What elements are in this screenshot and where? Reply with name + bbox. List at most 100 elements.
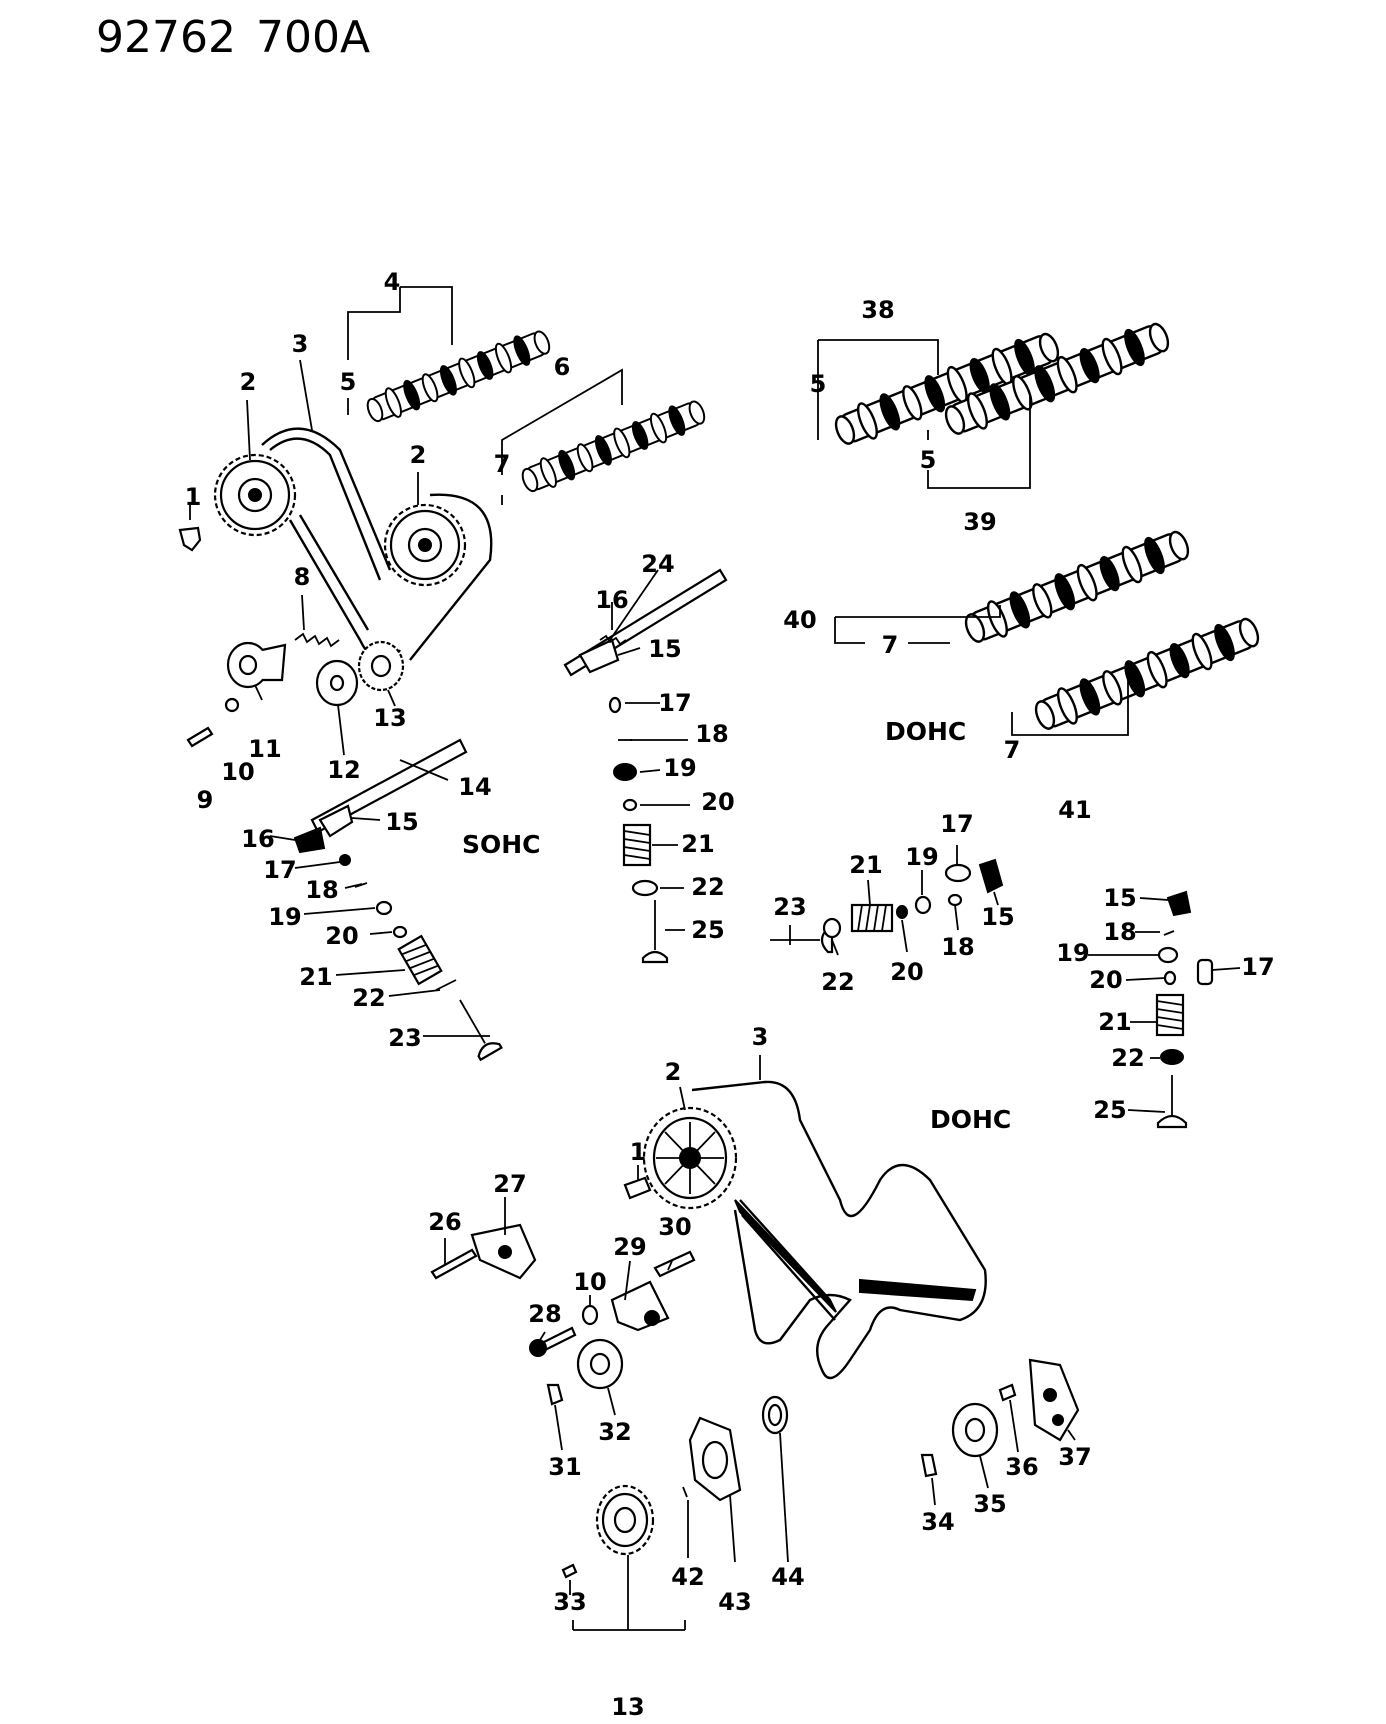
label-44: 44 <box>771 1563 804 1591</box>
label-2-sohc-left: 2 <box>240 368 257 396</box>
washer-10-sohc <box>224 697 240 713</box>
rocker-shaft-14 <box>310 738 468 834</box>
section-label-dohc-belt: DOHC <box>930 1105 1011 1134</box>
label-41: 41 <box>1058 796 1091 824</box>
tensioner-spring-8 <box>294 632 340 648</box>
label-14: 14 <box>458 773 491 801</box>
bolt-9 <box>186 726 214 748</box>
sohc-sprocket-right <box>383 503 467 587</box>
label-5-dohc-left: 5 <box>810 370 827 398</box>
label-18-right: 18 <box>1103 918 1136 946</box>
rocker-arm-16-dohc <box>599 634 627 646</box>
label-18-sohc: 18 <box>305 876 338 904</box>
idler-pulley-35 <box>951 1402 999 1458</box>
label-27: 27 <box>493 1170 526 1198</box>
washer-10-dohc <box>581 1304 599 1326</box>
label-15-dohc: 15 <box>648 635 681 663</box>
label-6: 6 <box>554 353 571 381</box>
section-label-sohc: SOHC <box>462 830 541 859</box>
dohc-valvetrain-center <box>608 696 669 964</box>
label-16-dohc: 16 <box>595 586 628 614</box>
label-10-dohc: 10 <box>573 1268 606 1296</box>
dohc-cam-sprocket-2 <box>642 1106 738 1210</box>
label-3-dohc: 3 <box>752 1023 769 1051</box>
label-18-middle: 18 <box>941 933 974 961</box>
label-13-sohc: 13 <box>373 704 406 732</box>
label-15-sohc: 15 <box>385 808 418 836</box>
label-2-sohc-right: 2 <box>410 441 427 469</box>
crank-sprocket-13-dohc <box>595 1484 655 1556</box>
label-43: 43 <box>718 1588 751 1616</box>
tensioner-27 <box>470 1223 537 1280</box>
label-18-center: 18 <box>695 720 728 748</box>
label-25-right: 25 <box>1093 1096 1126 1124</box>
bolt-1-dohc <box>623 1176 652 1200</box>
label-19-right: 19 <box>1056 939 1089 967</box>
dohc-camshaft-41 <box>1029 611 1265 737</box>
label-21-middle: 21 <box>849 851 882 879</box>
label-21-sohc: 21 <box>299 963 332 991</box>
label-38: 38 <box>861 296 894 324</box>
bolt-36 <box>998 1383 1017 1402</box>
label-5-sohc: 5 <box>340 368 357 396</box>
label-19-sohc: 19 <box>268 903 301 931</box>
label-28: 28 <box>528 1300 561 1328</box>
bolt-34 <box>920 1453 938 1478</box>
bolt-26 <box>430 1248 478 1280</box>
label-24: 24 <box>641 550 674 578</box>
label-21-center: 21 <box>681 830 714 858</box>
tensioner-pulley-11 <box>226 641 287 689</box>
label-42: 42 <box>671 1563 704 1591</box>
label-36: 36 <box>1005 1453 1038 1481</box>
label-23-middle: 23 <box>773 893 806 921</box>
bolt-30 <box>653 1250 696 1278</box>
section-label-dohc-valvetrain: DOHC <box>885 717 966 746</box>
dohc-valvetrain-right <box>1155 890 1214 1129</box>
label-1-sohc: 1 <box>185 483 202 511</box>
sohc-valvetrain <box>339 854 503 1061</box>
label-17-middle: 17 <box>940 810 973 838</box>
sohc-camshaft-4 <box>362 325 555 428</box>
label-20-middle: 20 <box>890 958 923 986</box>
label-22-sohc: 22 <box>352 984 385 1012</box>
sohc-camshaft-6 <box>517 395 710 498</box>
label-22-right: 22 <box>1111 1044 1144 1072</box>
part-labels: 1 2 3 4 5 2 6 7 8 11 12 13 10 9 14 15 16… <box>185 268 1275 1721</box>
key-42 <box>682 1486 688 1498</box>
rocker-arm-15-dohc <box>578 638 620 674</box>
lower-leaders <box>444 1055 1076 1631</box>
label-7-dohc-41: 7 <box>1004 736 1021 764</box>
bracket-37 <box>1028 1358 1080 1442</box>
label-17-sohc: 17 <box>263 856 296 884</box>
label-8: 8 <box>294 563 311 591</box>
label-3-sohc: 3 <box>292 330 309 358</box>
tensioner-pulley-32 <box>576 1338 624 1390</box>
label-39: 39 <box>963 508 996 536</box>
crank-plate-12 <box>315 659 359 707</box>
label-20-right: 20 <box>1089 966 1122 994</box>
label-30: 30 <box>658 1213 691 1241</box>
label-20-sohc: 20 <box>325 922 358 950</box>
document-number: 92762 <box>96 12 236 63</box>
bolt-1-sohc <box>178 526 202 552</box>
rocker-arm-16-sohc <box>293 826 326 854</box>
label-4: 4 <box>384 268 401 296</box>
bolt-28 <box>529 1326 577 1357</box>
sohc-sprocket-left <box>213 453 297 537</box>
label-17-center: 17 <box>658 689 691 717</box>
dohc-valvetrain-middle <box>768 858 1004 954</box>
label-33: 33 <box>553 1588 586 1616</box>
label-35: 35 <box>973 1490 1006 1518</box>
label-7-sohc: 7 <box>494 450 511 478</box>
center-leaders <box>609 569 690 931</box>
right-leaders <box>1088 897 1241 1113</box>
label-15-middle: 15 <box>981 903 1014 931</box>
middle-leaders <box>789 845 999 956</box>
bolt-31 <box>546 1383 564 1406</box>
document-revision: 700A <box>256 12 370 63</box>
label-34: 34 <box>921 1508 954 1536</box>
label-40: 40 <box>783 606 816 634</box>
dohc-belt-teeth <box>734 1199 837 1313</box>
label-31: 31 <box>548 1453 581 1481</box>
